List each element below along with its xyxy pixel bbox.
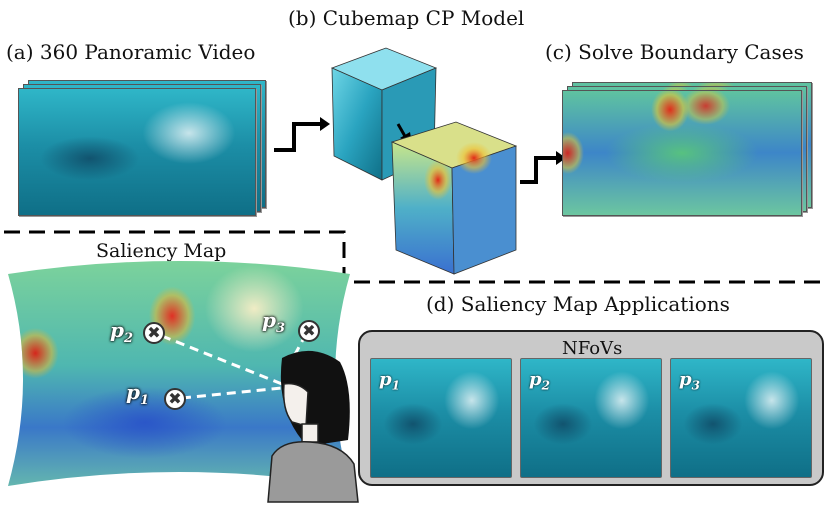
applications-title: (d) Saliency Map Applications: [426, 292, 730, 316]
nfov-view-p1: p1: [370, 358, 512, 478]
cubemap-cubes: [330, 47, 518, 275]
point-p3-label: p3: [262, 308, 286, 336]
nfovs-title: NFoVs: [562, 338, 623, 359]
saliency-map-label: Saliency Map: [96, 240, 227, 262]
point-p2-label: p2: [110, 318, 134, 346]
arrow-b-to-c: [520, 151, 566, 184]
panorama-title: (a) 360 Panoramic Video: [6, 40, 256, 64]
point-p2-marker: ✖: [143, 322, 165, 344]
nfov-view-p2: p2: [520, 358, 662, 478]
point-p1-marker: ✖: [164, 388, 186, 410]
point-p1-label: p1: [126, 380, 150, 408]
video-frame-front: [18, 88, 256, 216]
boundary-title: (c) Solve Boundary Cases: [545, 40, 804, 64]
arrow-a-to-b: [274, 117, 330, 152]
heat-frame-front: [562, 90, 802, 216]
nfov-view-p3: p3: [670, 358, 812, 478]
viewer-silhouette-icon: [267, 350, 359, 503]
point-p3-marker: ✖: [298, 320, 320, 342]
nfov-panel: p1 p2 p3: [358, 330, 824, 486]
cubemap-title: (b) Cubemap CP Model: [288, 6, 525, 30]
